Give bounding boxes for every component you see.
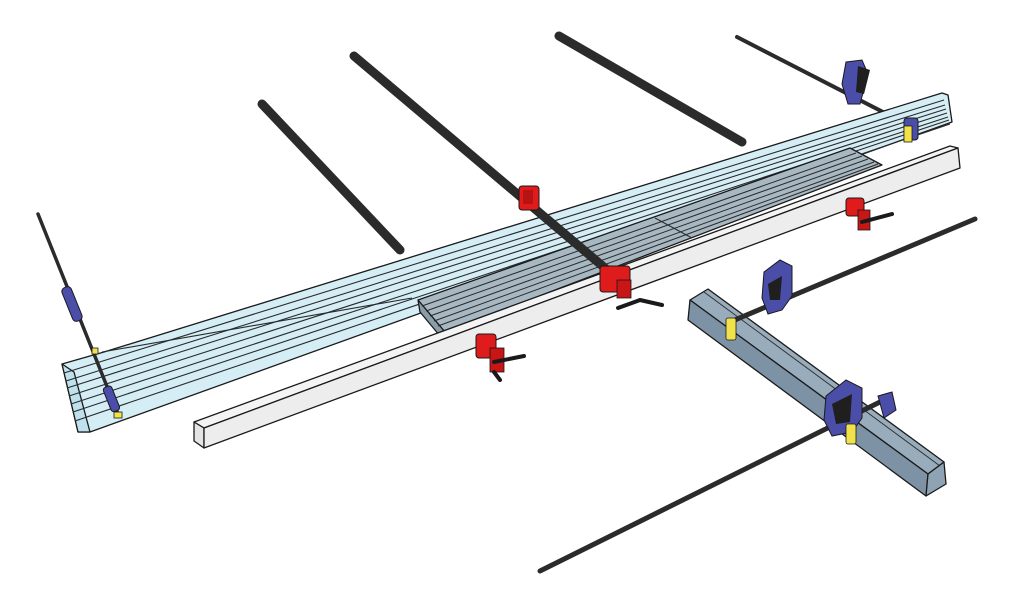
pipe-clamp-d — [475, 333, 526, 382]
pipe-clamp-icon — [475, 333, 526, 382]
caul-board — [193, 145, 961, 449]
beam-top-face — [689, 288, 945, 475]
pipe-clamp-b — [599, 265, 664, 310]
bar-clamp-left — [36, 212, 123, 419]
square-beam — [687, 288, 947, 497]
bar-clamp-beam-upper — [725, 216, 978, 341]
bar-clamp-icon — [841, 59, 919, 143]
pipe-clamp-c — [845, 197, 894, 231]
pipe-clamp-icon — [845, 197, 894, 231]
bar-clamp-icon — [61, 286, 123, 419]
beam-end-face — [925, 461, 947, 497]
glued-strip — [417, 147, 883, 343]
pipe-2 — [349, 51, 630, 290]
caul-front-face — [203, 147, 961, 449]
pipe-3 — [554, 31, 747, 147]
bar-clamp-top-right — [841, 59, 919, 143]
pipe-clamp-icon — [518, 185, 540, 211]
pipe-clamp-icon — [599, 265, 664, 310]
pipe-1 — [257, 99, 405, 255]
bar-clamp-icon — [823, 379, 897, 445]
pipe-clamp-a — [518, 185, 540, 211]
bar-clamp-icon — [725, 259, 793, 341]
bar-clamp-beam-lower — [537, 379, 897, 574]
panel-front-face — [61, 363, 91, 433]
